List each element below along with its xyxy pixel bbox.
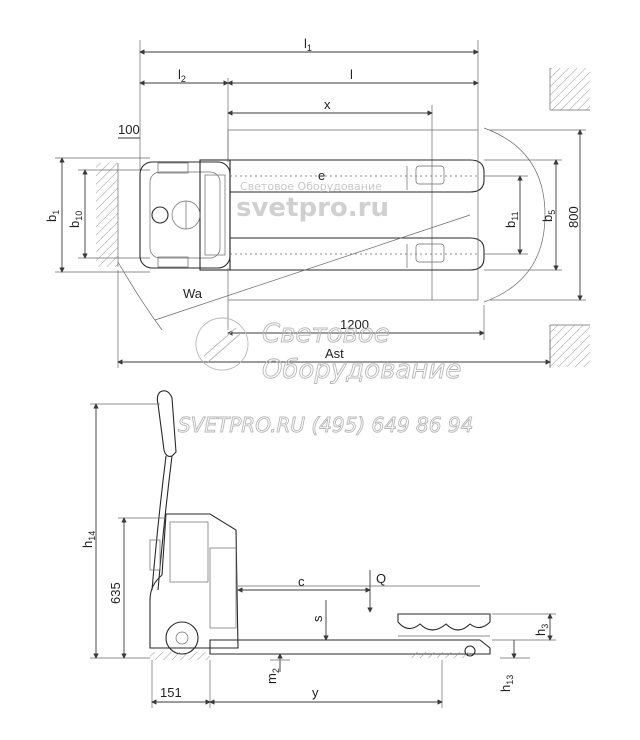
- label-y: y: [312, 685, 319, 700]
- label-151: 151: [160, 685, 182, 700]
- label-l: l: [350, 67, 353, 82]
- label-ast: Ast: [325, 346, 344, 361]
- label-c: c: [298, 574, 305, 589]
- label-b10: b10: [67, 211, 84, 228]
- label-635: 635: [108, 582, 123, 604]
- truck-chassis-side: [149, 513, 239, 649]
- turning-arc: [483, 127, 546, 303]
- truck-body-top: [139, 161, 231, 269]
- label-l1: l1: [304, 36, 312, 53]
- label-q: Q: [376, 571, 386, 586]
- watermark-url: svetpro.ru: [236, 193, 389, 223]
- watermark-line2: Оборудование: [262, 355, 461, 385]
- label-h14: h14: [80, 531, 97, 548]
- side-view: h14 635 c Q s h3 m2 h13 151 y: [80, 390, 556, 708]
- pallet-load: [397, 613, 491, 631]
- label-b1: b1: [44, 210, 61, 222]
- watermark: Световое Оборудование svetpro.ru Светово…: [178, 180, 474, 437]
- label-h3: h3: [533, 624, 550, 636]
- label-e: e: [318, 168, 325, 183]
- drive-wheel: [165, 621, 199, 655]
- label-s: s: [310, 615, 325, 622]
- watermark-logo-icon: [195, 317, 249, 371]
- watermark-line1: Световое: [262, 319, 390, 349]
- wall-block-bottom-right: [550, 325, 590, 367]
- label-m2: m2: [264, 668, 281, 684]
- label-1200: 1200: [340, 317, 369, 332]
- label-wa: Wa: [183, 286, 203, 301]
- top-view: l1 l2 l x 100 b1 b10: [44, 36, 590, 368]
- tiller-handle: [156, 390, 177, 457]
- watermark-contact: SVETPRO.RU (495) 649 86 94: [178, 413, 473, 437]
- wall-block-top-right: [550, 68, 590, 110]
- label-h13: h13: [498, 675, 515, 692]
- label-b11: b11: [503, 211, 520, 228]
- wall-block-left: [96, 163, 118, 267]
- fork-side: [209, 639, 491, 655]
- label-b5: b5: [540, 210, 557, 222]
- watermark-small-text: Световое Оборудование: [240, 180, 382, 193]
- label-100: 100: [118, 122, 140, 137]
- label-l2: l2: [178, 67, 186, 84]
- label-x: x: [324, 97, 331, 112]
- label-800: 800: [566, 206, 581, 228]
